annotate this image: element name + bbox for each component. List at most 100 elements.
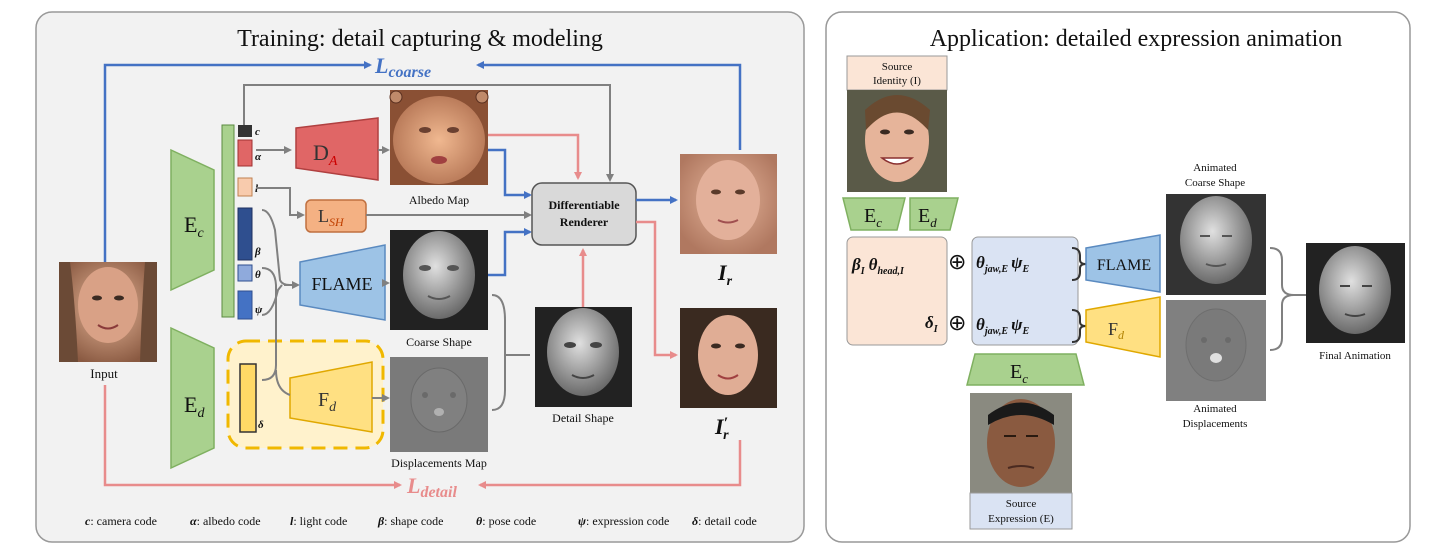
animated-displacements-line2: Displacements: [1183, 418, 1248, 430]
animated-coarse-shape-image: [1166, 194, 1266, 295]
animated-displacements-line1: Animated: [1193, 403, 1237, 415]
input-face-image: [59, 262, 157, 362]
albedo-decoder-label: DA: [313, 140, 338, 169]
detail-decoder-label: Fd: [318, 389, 337, 415]
app-coarse-encoder: [842, 197, 906, 231]
app-flame-model: [1085, 234, 1161, 293]
displacements-map-image: [390, 357, 488, 452]
renderer-line2: Renderer: [560, 215, 609, 229]
coarse-shape-image: [390, 230, 488, 330]
source-identity-caption-box: [846, 55, 948, 91]
light-code-block: [237, 177, 253, 197]
detail-loss-arrow-from-input: [103, 385, 402, 489]
albedo-to-renderer-detail-arrow: [488, 133, 582, 180]
detail-encoder: [170, 326, 215, 470]
displacements-map-label: Displacements Map: [391, 456, 487, 470]
app-coarse-encoder-2-label: Ec: [1010, 361, 1028, 386]
animated-displacements-image: [1166, 300, 1266, 401]
app-flame-label: FLAME: [1097, 257, 1151, 274]
camera-code-block: [238, 125, 252, 137]
detail-code-block: [239, 363, 257, 433]
detail-encoder-label: Ed: [184, 392, 205, 421]
source-identity-line1: Source: [882, 61, 913, 73]
final-animation-label: Final Animation: [1319, 350, 1391, 362]
rendered-image-coarse: [680, 154, 777, 254]
irp-label: I′r: [714, 414, 729, 443]
albedo-map-image: [389, 90, 489, 185]
loss-coarse-label: Lcoarse: [374, 53, 431, 81]
application-title: Application: detailed expression animati…: [930, 26, 1343, 52]
albedo-map-label: Albedo Map: [409, 193, 469, 207]
expression-code-symbol: ψ: [255, 304, 263, 316]
detail-shape-image: [535, 307, 632, 407]
identity-code-box: [846, 236, 948, 346]
detail-code-symbol: δ: [258, 419, 264, 431]
app-coarse-encoder-2: [966, 353, 1085, 386]
ir-label: Ir: [717, 260, 733, 289]
renderer-to-irp-arrow: [636, 220, 678, 359]
loss-detail-label: Ldetail: [406, 473, 457, 501]
concat-symbol-1: ⊕: [948, 249, 966, 274]
albedo-to-renderer-arrow: [488, 148, 532, 199]
flame-model: [299, 244, 386, 321]
expression-to-detail-brace: [261, 267, 291, 396]
legend: c: camera code α: albedo code l: light cod…: [85, 514, 757, 528]
detail-shape-label: Detail Shape: [552, 411, 614, 425]
concat-symbol-2: ⊕: [948, 310, 966, 335]
animated-coarse-line1: Animated: [1193, 162, 1237, 174]
coarse-loss-arrow-from-ir: [476, 61, 742, 150]
albedo-code-block: [237, 139, 253, 167]
light-code-arrow: [256, 187, 305, 219]
albedo-code-symbol: α: [255, 151, 262, 163]
coarse-encoder: [170, 148, 215, 292]
identity-detail-code: δI: [925, 313, 939, 335]
camera-code-arrow: [243, 84, 614, 182]
final-brace: [1269, 247, 1306, 351]
app-coarse-encoder-label: Ec: [864, 205, 882, 230]
pose-code-block: [237, 264, 253, 282]
legend-item: β: shape code: [377, 514, 443, 528]
app-detail-encoder-label: Ed: [918, 205, 937, 230]
legend-item: δ: detail code: [692, 514, 757, 528]
source-expression-line1: Source: [1006, 498, 1037, 510]
source-expression-image: [970, 393, 1072, 493]
rendered-image-detail: [680, 308, 777, 408]
coarse-shape-label: Coarse Shape: [406, 335, 472, 349]
training-title: Training: detail capturing & modeling: [237, 26, 603, 52]
latent-code-bar: [221, 124, 235, 318]
pose-code-symbol: θ: [255, 269, 261, 281]
legend-item: θ: pose code: [476, 514, 536, 528]
detail-loss-arrow-from-irp: [478, 440, 742, 489]
expression-code-block: [237, 290, 253, 320]
flame-label: FLAME: [311, 274, 372, 294]
legend-item: α: albedo code: [190, 514, 261, 528]
legend-item: c: camera code: [85, 514, 157, 528]
app-detail-decoder: [1085, 296, 1161, 358]
coarse-encoder-label: Ec: [184, 212, 204, 241]
detail-decoder: [289, 361, 373, 433]
expression-code-box: [971, 236, 1079, 346]
input-label: Input: [90, 366, 118, 381]
legend-item: ψ: expression code: [578, 514, 669, 528]
camera-code-symbol: c: [255, 126, 260, 138]
to-detail-shape-brace: [491, 294, 530, 411]
coarse-to-renderer-arrow: [488, 228, 532, 277]
source-identity-image: [847, 90, 947, 192]
differentiable-renderer: [531, 182, 637, 246]
app-detail-decoder-label: Fd: [1108, 319, 1125, 342]
renderer-line1: Differentiable: [548, 198, 620, 212]
app-detail-encoder: [909, 197, 959, 231]
source-identity-line2: Identity (I): [873, 75, 921, 87]
shape-code-block: [237, 207, 253, 261]
final-animation-image: [1306, 243, 1405, 343]
light-sh-label: LSH: [318, 206, 345, 229]
albedo-decoder: [295, 117, 379, 181]
legend-item: l: light code: [290, 514, 347, 528]
coarse-loss-arrow-from-input: [103, 61, 372, 262]
source-expression-caption-box: [969, 492, 1073, 530]
shape-code-symbol: β: [254, 246, 261, 258]
